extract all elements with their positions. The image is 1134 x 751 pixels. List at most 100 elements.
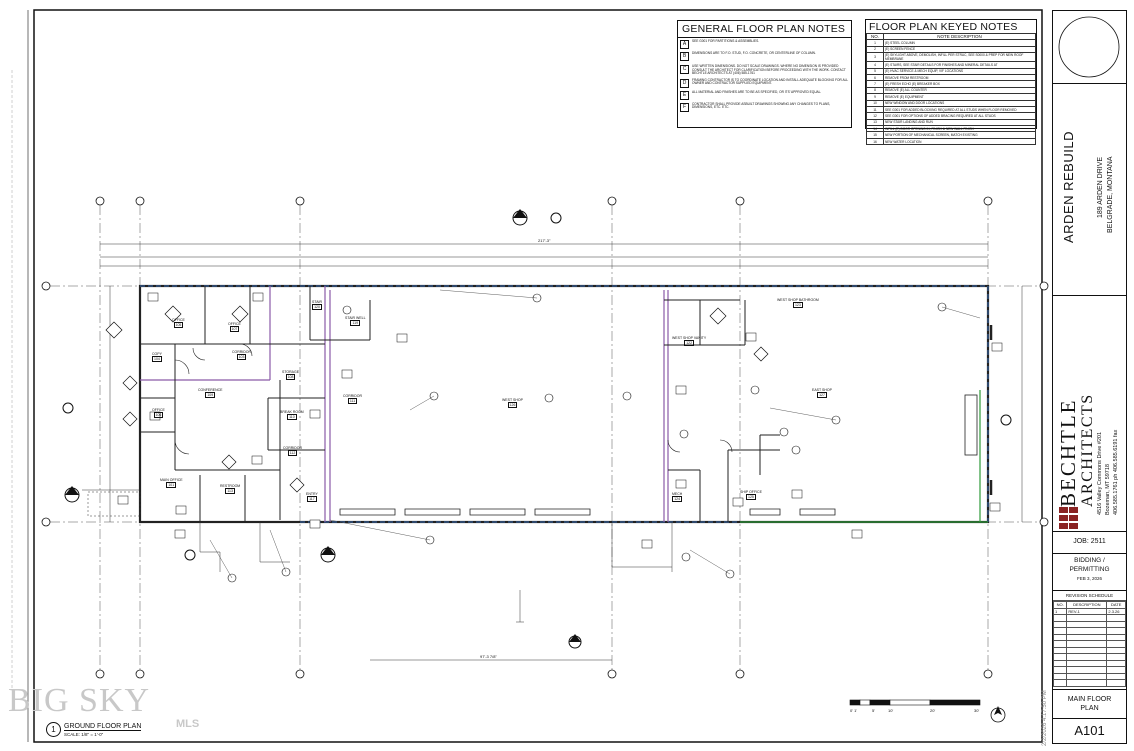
- room-name: STAIR: [312, 300, 323, 304]
- room-name: OFFICE: [172, 318, 185, 322]
- revision-row: [1052, 627, 1126, 635]
- room-name: WEST SHOP BATHROOM: [777, 298, 819, 302]
- revision-cell: [1106, 679, 1126, 687]
- room-name: MAIN OFFICE: [160, 478, 183, 482]
- revision-cell: [1106, 640, 1126, 648]
- general-note-text: DIMENSIONS ARE TO F.O. STUD, F.O. CONCRE…: [692, 51, 816, 55]
- keyed-note-text: SEE G001 FOR OPTIONS OF ADDED BRACING RE…: [883, 112, 1036, 120]
- room-name: OFFICE: [228, 322, 241, 326]
- keyed-note-row: 2(E) SCREEN FENCE: [866, 45, 1036, 54]
- grid-lines: [50, 205, 1040, 670]
- keyed-note-row: 3(E) SKYLIGHT ABOVE, DEMOLISH, INFILL PE…: [866, 52, 1036, 63]
- keyed-note-text: (E) SCREEN FENCE: [883, 45, 1036, 54]
- revision-cell: [1052, 653, 1068, 661]
- room-name: ENTRY: [306, 492, 318, 496]
- watermark-logo: BIG SKY: [8, 682, 151, 719]
- keyed-note-text: (E) STAIRS, SEE STAIR DETAILS FOR FINISH…: [883, 61, 1036, 69]
- sheet-title-2: PLAN: [1080, 705, 1099, 712]
- keyed-note-text: REMOVE (E) ALL COUNTER: [883, 86, 1036, 95]
- room-number: 112: [287, 450, 298, 456]
- general-notes-title: GENERAL FLOOR PLAN NOTES: [678, 21, 851, 38]
- room-name: OFFICE: [152, 408, 165, 412]
- keyed-notes-box: FLOOR PLAN KEYED NOTES NO. NOTE DESCRIPT…: [865, 19, 1037, 146]
- general-note-text: SEE G001 FOR PARTITIONS & ASSEMBLIES.: [692, 39, 760, 43]
- general-note-tag: B: [680, 52, 689, 61]
- general-note-tag: F: [680, 102, 689, 112]
- revision-cell: [1066, 633, 1108, 641]
- room-number: 101: [166, 482, 177, 488]
- general-note-tag: C: [680, 65, 689, 74]
- job-label: JOB:: [1073, 538, 1089, 545]
- keyed-note-text: NEW STAIR LANDING AND RUN: [883, 118, 1036, 127]
- revision-row: [1052, 640, 1126, 648]
- equipment-tags: [117, 292, 1003, 549]
- legal-strip-lines: [11, 10, 29, 742]
- room-number: 126: [507, 402, 518, 408]
- openings: [339, 325, 993, 516]
- revision-title: REVISION SCHEDULE: [1053, 591, 1126, 601]
- keyed-note-text: SEE G001 FOR ADDED BLOCKING REQUIRED AT …: [883, 105, 1036, 114]
- sheet-number: A101: [1074, 723, 1105, 738]
- door-swings: [174, 343, 733, 455]
- grid-bubbles: [41, 196, 1049, 679]
- revision-cell: [1066, 679, 1108, 687]
- interior-walls: [140, 286, 780, 522]
- room-number: 124: [672, 496, 683, 502]
- revision-cell: [1052, 627, 1068, 635]
- room-name: RESTROOM: [220, 484, 241, 488]
- tags: [105, 305, 769, 493]
- revision-cell: [1106, 633, 1126, 641]
- elevation-markers: [62, 209, 1012, 649]
- scale-bar: [849, 699, 981, 706]
- scale-bar-label: 0' 1': [850, 708, 858, 713]
- north-arrow-icon: [990, 706, 1006, 723]
- room-number: 113: [225, 488, 235, 494]
- architect-logo-icon: [1059, 507, 1078, 529]
- sheet-border: [33, 9, 1043, 743]
- revision-cell: [1052, 679, 1068, 687]
- keyed-notes-title: FLOOR PLAN KEYED NOTES: [869, 21, 1018, 33]
- keyed-note-text: NEW WATER LOCATION: [883, 137, 1036, 146]
- revision-cell: [1106, 653, 1126, 661]
- keyed-note-no: 3: [866, 52, 884, 63]
- revision-cell: [1052, 666, 1068, 674]
- revision-row: [1052, 646, 1126, 654]
- revision-cell: [1052, 640, 1068, 648]
- revision-cell: [1052, 672, 1068, 680]
- revision-cell: [1066, 672, 1108, 680]
- room-number: 117: [307, 496, 317, 502]
- project-address-2: BELGRADE, MONTANA: [1107, 156, 1114, 234]
- room-name: CORRIDOR: [232, 350, 252, 354]
- room-number: 110: [287, 414, 297, 420]
- revision-cell: [1066, 614, 1108, 622]
- revision-cell: [1106, 659, 1126, 667]
- architect-address: 4516 Valley Commons Drive #201: [1097, 431, 1103, 515]
- revision-cell: [1066, 646, 1108, 654]
- architect-phone: 406.585.1761 ph 406.585.6191 fax: [1113, 429, 1119, 515]
- sheet-title-1: MAIN FLOOR: [1067, 696, 1112, 703]
- room-number: 108: [285, 374, 296, 380]
- job-number: JOB: 2511: [1053, 531, 1126, 554]
- revision-cell: [1106, 646, 1126, 654]
- watermark-sub: MLS: [176, 718, 200, 730]
